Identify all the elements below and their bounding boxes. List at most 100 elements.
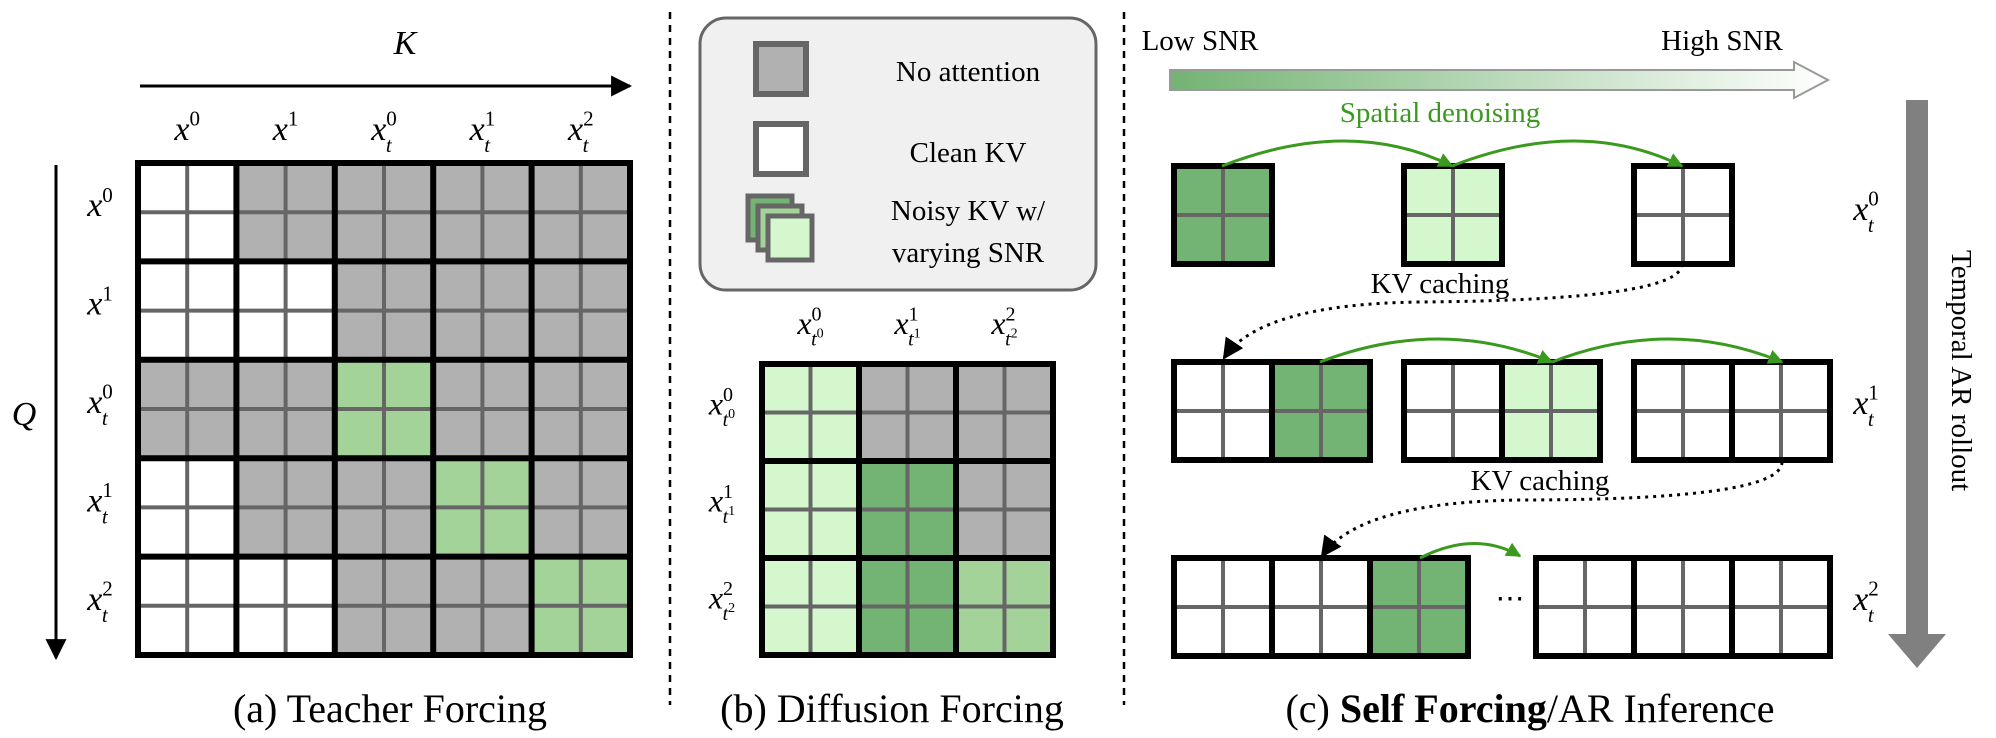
high-snr-label: High SNR	[1661, 25, 1783, 57]
attention-cell	[529, 259, 632, 362]
kv-caching-label-1: KV caching	[1371, 268, 1510, 300]
attention-cell	[760, 556, 861, 657]
self-forcing-blocks	[1171, 163, 1833, 659]
math-label: x1	[86, 281, 113, 322]
attention-cell	[234, 259, 337, 362]
temporal-rollout-arrow	[1888, 100, 1946, 668]
frame-sequence	[1401, 359, 1603, 463]
low-snr-label: Low SNR	[1142, 25, 1259, 57]
frame-block	[1632, 164, 1734, 266]
frame-block	[1368, 556, 1470, 658]
frame-sequence	[1533, 555, 1833, 659]
diffusion-forcing-attention-matrix	[759, 361, 1056, 658]
frame-block	[1172, 164, 1274, 266]
attention-cell	[529, 456, 632, 559]
attention-cell	[234, 357, 337, 461]
frame-block	[1270, 360, 1372, 462]
attention-cell	[431, 554, 534, 657]
attention-cell	[857, 362, 958, 463]
panel-self-forcing: Low SNR High SNR Spatial denoising KV ca…	[1142, 25, 1977, 731]
math-label: x1	[272, 107, 299, 148]
attention-cell	[332, 357, 436, 461]
attention-cell	[136, 259, 239, 362]
frame-block	[1730, 556, 1832, 658]
attention-cell	[529, 161, 632, 264]
attention-cell	[431, 456, 534, 559]
attention-cell	[760, 362, 861, 463]
attention-cell	[332, 259, 436, 362]
spatial-denoising-label: Spatial denoising	[1340, 97, 1541, 129]
denoise-arrow	[1451, 139, 1684, 168]
frame-block	[1500, 360, 1602, 462]
attention-cell	[857, 556, 958, 657]
panel-b-caption: (b) Diffusion Forcing	[720, 686, 1064, 731]
attention-cell	[954, 362, 1055, 463]
frame-block	[1534, 556, 1636, 658]
panel-c-caption: (c) Self Forcing/AR Inference	[1285, 686, 1774, 731]
math-label: x0	[173, 107, 200, 148]
attention-cell	[431, 161, 534, 264]
legend-no-attention-label: No attention	[896, 56, 1041, 88]
attention-cell	[954, 459, 1055, 560]
attention-cell	[431, 357, 534, 461]
kv-caching-label-2: KV caching	[1471, 465, 1610, 497]
k-axis-label: K	[393, 25, 419, 62]
attention-cell	[136, 554, 239, 657]
q-axis-label: Q	[12, 396, 37, 433]
attention-cell	[234, 161, 337, 264]
math-label: x0	[86, 183, 113, 224]
frame-block	[1632, 360, 1734, 462]
frame-sequence	[1171, 555, 1471, 659]
frame-sequence	[1401, 163, 1505, 267]
legend-clean-kv-label: Clean KV	[910, 137, 1027, 169]
denoise-arrow	[1551, 337, 1784, 364]
attention-cell	[136, 357, 239, 461]
attention-cell	[857, 459, 958, 560]
frame-block	[1632, 556, 1734, 658]
frame-sequence	[1631, 163, 1735, 267]
kv-caching-arrow	[1320, 461, 1784, 558]
frame-sequence	[1631, 359, 1833, 463]
denoise-arrow	[1419, 542, 1522, 560]
matrix-frame	[135, 160, 633, 658]
attention-cell	[234, 456, 337, 559]
legend-noisy-kv-label-line1: Noisy KV w/	[891, 195, 1046, 227]
kv-caching-arrow	[1222, 263, 1684, 360]
attention-cell	[954, 556, 1055, 657]
panel-a-caption: (a) Teacher Forcing	[233, 686, 547, 731]
denoise-arrow	[1319, 337, 1554, 364]
matrix-frame	[759, 361, 1056, 658]
frame-block	[1172, 360, 1274, 462]
attention-cell	[136, 456, 239, 559]
attention-cell	[332, 456, 436, 559]
frame-block	[1402, 164, 1504, 266]
frame-block	[1730, 360, 1832, 462]
attention-cell	[760, 459, 861, 560]
legend-no-attention-swatch	[753, 41, 809, 97]
frame-sequence	[1171, 359, 1373, 463]
self-forcing-arrows	[1221, 139, 1784, 560]
snr-gradient-arrow	[1169, 60, 1831, 100]
legend-noisy-kv-swatch	[745, 193, 815, 263]
legend-noisy-kv-label-line2: varying SNR	[892, 237, 1045, 269]
temporal-rollout-label: Temporal AR rollout	[1945, 250, 1977, 491]
